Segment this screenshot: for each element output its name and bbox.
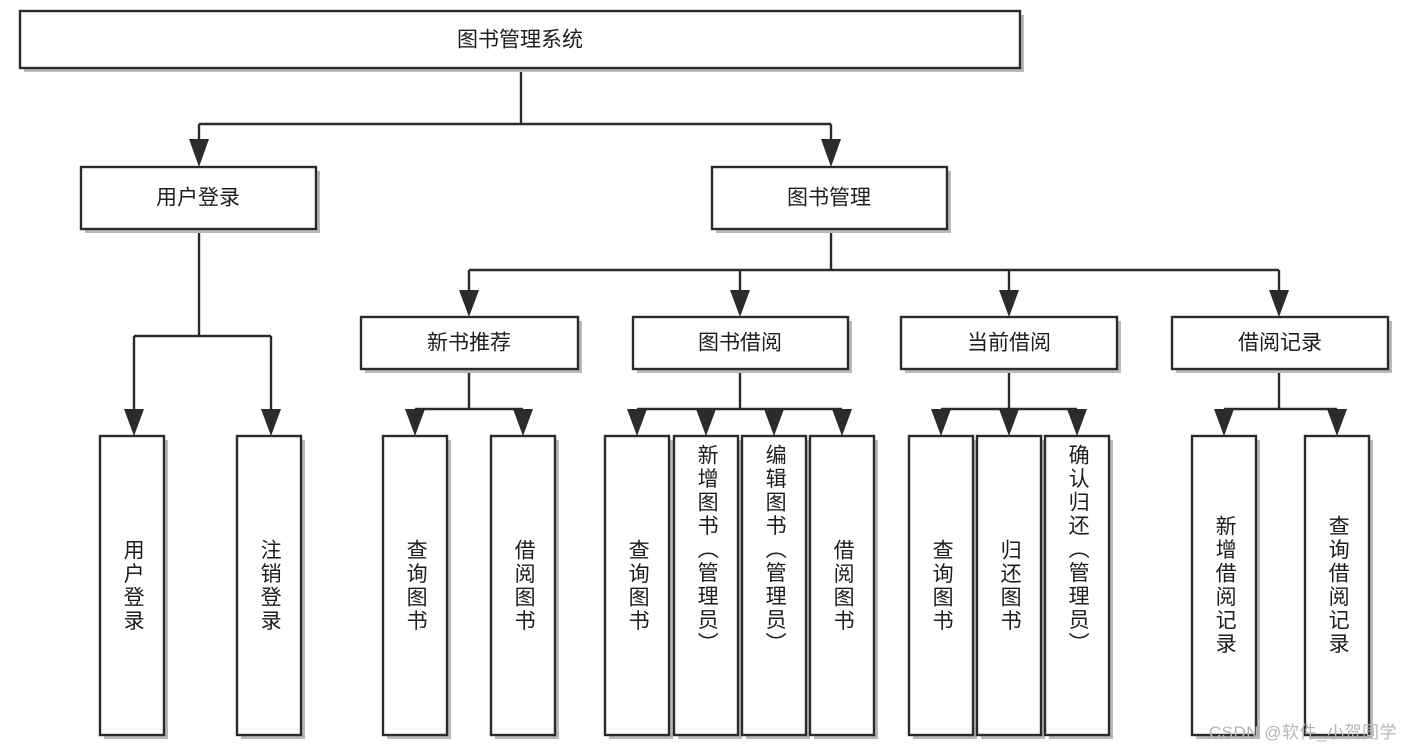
arrow-head-currentborrow-leaf-1 (931, 409, 951, 436)
leaf-user-login-logout[interactable] (235, 434, 305, 739)
node-book-management[interactable]: 图书管理 (710, 165, 951, 233)
node-book-borrow[interactable]: 图书借阅 (631, 315, 852, 373)
arrow-head-leaf-user-login (124, 409, 144, 436)
arrow-head-bookborrow-leaf-4 (832, 409, 852, 436)
leaf-user-login-login[interactable] (98, 434, 168, 739)
node-borrow-record-label: 借阅记录 (1238, 332, 1322, 355)
leaf-book-borrow-edit[interactable] (740, 434, 810, 739)
arrow-head-borrowrecord (1269, 290, 1289, 317)
leaf-current-borrow-query[interactable] (907, 434, 977, 739)
node-root[interactable]: 图书管理系统 (18, 9, 1024, 72)
arrow-head-currentborrow-leaf-3 (1067, 409, 1087, 436)
node-book-borrow-label: 图书借阅 (698, 332, 782, 355)
leaf-new-book-borrow[interactable] (489, 434, 559, 739)
arrow-head-leaf-user-logout (261, 409, 281, 436)
arrow-head-borrowrecord-leaf-2 (1327, 409, 1347, 436)
leaf-new-book-query[interactable] (381, 434, 451, 739)
arrow-head-userlogin (189, 139, 209, 167)
connector-group (124, 68, 1347, 436)
node-new-book-recommend-label: 新书推荐 (427, 332, 511, 355)
node-borrow-record[interactable]: 借阅记录 (1170, 315, 1392, 373)
node-user-login-label: 用户登录 (156, 187, 240, 210)
arrow-head-bookborrow-leaf-2 (696, 409, 716, 436)
leaf-book-borrow-query[interactable] (603, 434, 673, 739)
arrow-head-borrowrecord-leaf-1 (1214, 409, 1234, 436)
node-current-borrow[interactable]: 当前借阅 (899, 315, 1121, 373)
node-root-label: 图书管理系统 (457, 29, 583, 52)
leaf-current-borrow-return[interactable] (975, 434, 1045, 739)
arrow-head-currentborrow-leaf-2 (999, 409, 1019, 436)
leaf-book-borrow-add[interactable] (672, 434, 742, 739)
node-user-login[interactable]: 用户登录 (79, 165, 320, 233)
arrow-head-bookborrow-leaf-1 (627, 409, 647, 436)
arrow-head-bookborrow-leaf-3 (764, 409, 784, 436)
leaf-borrow-record-query[interactable] (1303, 434, 1373, 739)
node-new-book-recommend[interactable]: 新书推荐 (359, 315, 582, 373)
leaf-book-borrow-borrow[interactable] (808, 434, 878, 739)
node-current-borrow-label: 当前借阅 (967, 332, 1051, 355)
arrow-head-newbook-leaf-1 (405, 409, 425, 436)
arrow-head-bookborrow (730, 290, 750, 317)
csdn-watermark: CSDN @软件_小贺同学 (1208, 723, 1397, 742)
leaf-borrow-record-add[interactable] (1190, 434, 1260, 739)
arrow-head-bookmgmt (821, 139, 841, 167)
arrow-head-currentborrow (999, 290, 1019, 317)
arrow-head-newbook-leaf-2 (513, 409, 533, 436)
arrow-head-newbook (459, 290, 479, 317)
leaf-current-borrow-confirm[interactable] (1043, 434, 1113, 739)
node-book-management-label: 图书管理 (787, 187, 871, 210)
